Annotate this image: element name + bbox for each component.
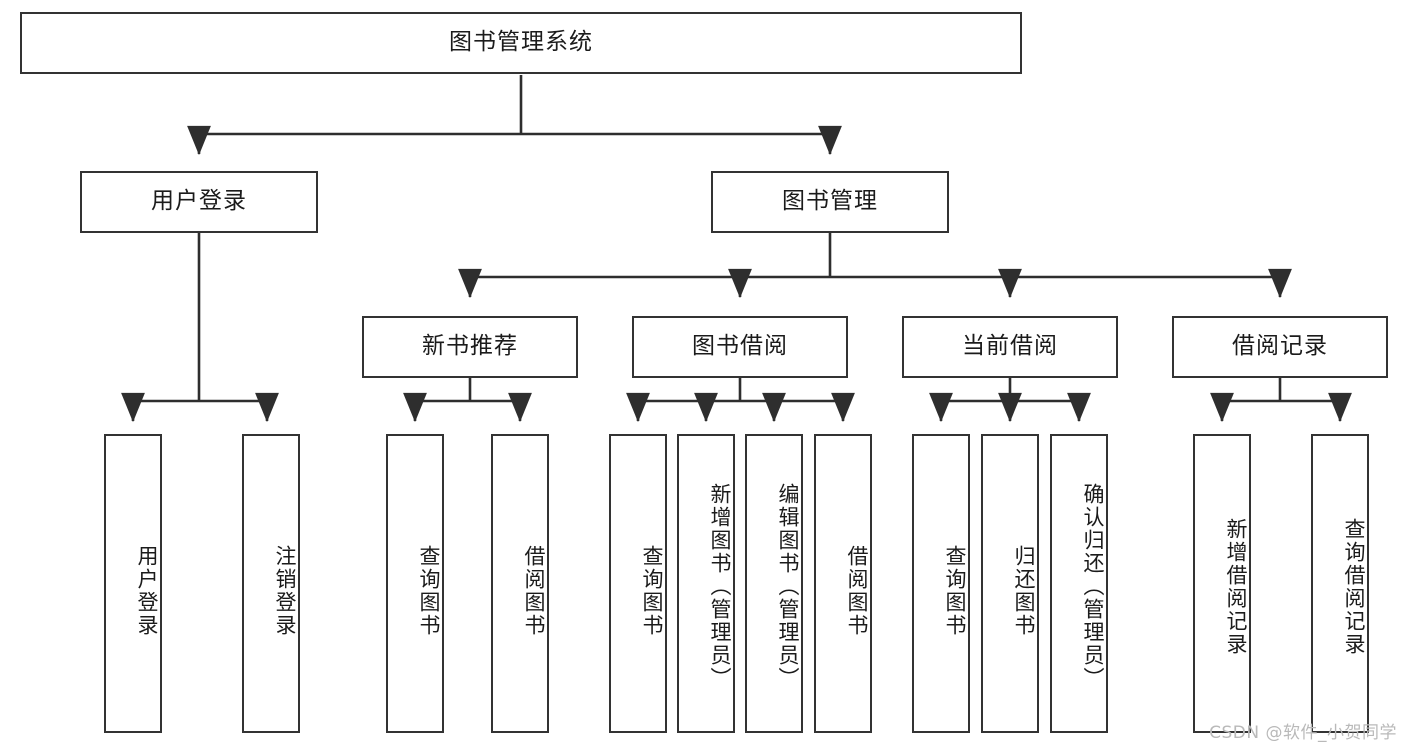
node-label: 借阅记录 — [1232, 333, 1328, 360]
watermark-text: CSDN @软件_小贺同学 — [1209, 723, 1397, 743]
node-leaf-borrow-book-2[interactable]: 借阅图书 — [814, 434, 872, 733]
node-root-system[interactable]: 图书管理系统 — [20, 12, 1022, 74]
node-leaf-query-borrow-record[interactable]: 查询借阅记录 — [1311, 434, 1369, 733]
node-label: 编辑图书（管理员） — [776, 483, 800, 690]
node-label: 当前借阅 — [962, 333, 1058, 360]
node-leaf-confirm-return-admin[interactable]: 确认归还（管理员） — [1050, 434, 1108, 733]
node-leaf-edit-book-admin[interactable]: 编辑图书（管理员） — [745, 434, 803, 733]
node-label: 图书管理系统 — [449, 29, 593, 56]
node-leaf-logout-login[interactable]: 注销登录 — [242, 434, 300, 733]
node-leaf-query-book-3[interactable]: 查询图书 — [912, 434, 970, 733]
node-label: 归还图书 — [1012, 544, 1036, 637]
node-label: 新书推荐 — [422, 333, 518, 360]
node-label: 查询图书 — [943, 544, 967, 637]
node-current-borrow[interactable]: 当前借阅 — [902, 316, 1118, 378]
node-label: 借阅图书 — [845, 544, 869, 637]
node-borrow-record[interactable]: 借阅记录 — [1172, 316, 1388, 378]
node-label: 用户登录 — [135, 544, 159, 637]
node-user-login[interactable]: 用户登录 — [80, 171, 318, 233]
node-label: 新增图书（管理员） — [708, 483, 732, 690]
node-label: 用户登录 — [151, 188, 247, 215]
node-book-management[interactable]: 图书管理 — [711, 171, 949, 233]
node-new-book-recommend[interactable]: 新书推荐 — [362, 316, 578, 378]
node-label: 图书借阅 — [692, 333, 788, 360]
node-label: 注销登录 — [273, 544, 297, 637]
node-label: 图书管理 — [782, 188, 878, 215]
node-label: 确认归还（管理员） — [1081, 483, 1105, 690]
node-leaf-add-borrow-record[interactable]: 新增借阅记录 — [1193, 434, 1251, 733]
node-label: 查询图书 — [417, 544, 441, 637]
node-label: 借阅图书 — [522, 544, 546, 637]
node-label: 查询借阅记录 — [1342, 517, 1366, 656]
node-label: 新增借阅记录 — [1224, 517, 1248, 656]
node-leaf-user-login[interactable]: 用户登录 — [104, 434, 162, 733]
node-leaf-return-book[interactable]: 归还图书 — [981, 434, 1039, 733]
node-leaf-borrow-book-1[interactable]: 借阅图书 — [491, 434, 549, 733]
node-book-borrow[interactable]: 图书借阅 — [632, 316, 848, 378]
node-leaf-query-book-2[interactable]: 查询图书 — [609, 434, 667, 733]
node-leaf-add-book-admin[interactable]: 新增图书（管理员） — [677, 434, 735, 733]
node-leaf-query-book-1[interactable]: 查询图书 — [386, 434, 444, 733]
node-label: 查询图书 — [640, 544, 664, 637]
